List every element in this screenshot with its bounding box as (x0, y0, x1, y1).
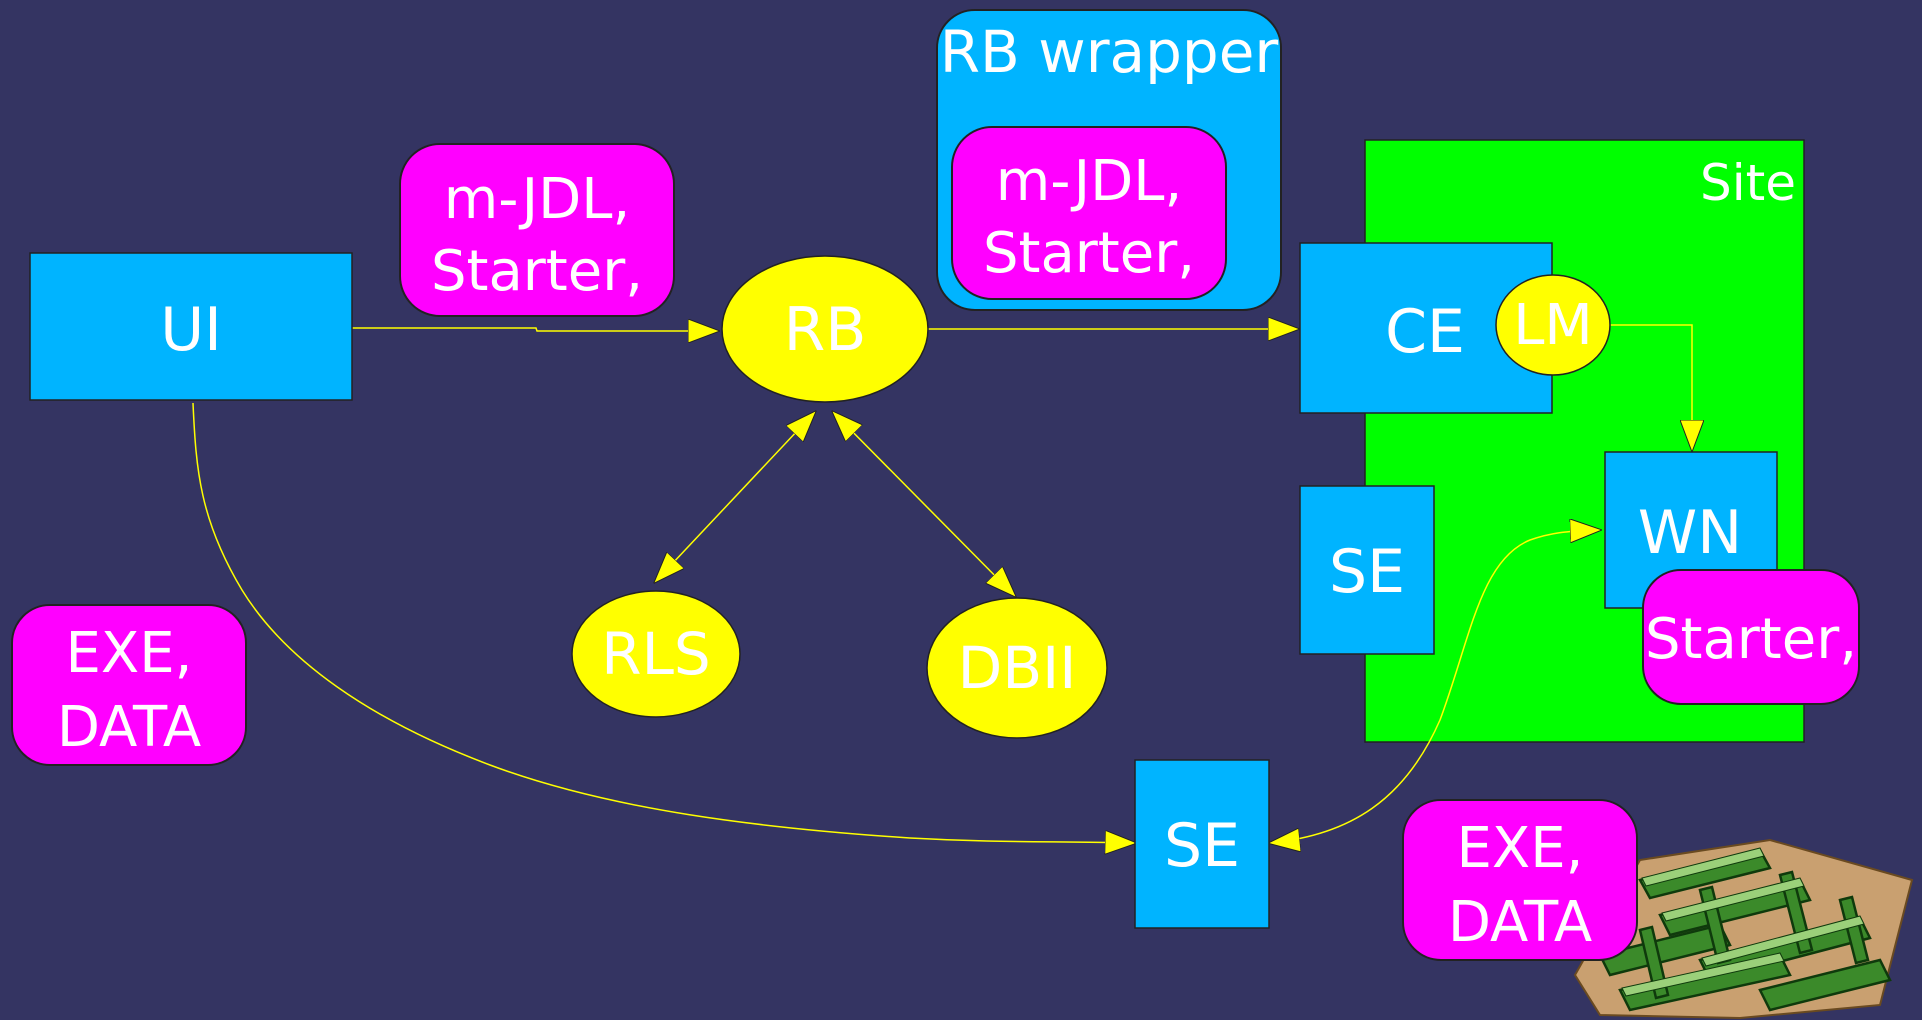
wn-starter-label: Starter, (1645, 607, 1857, 672)
bottom-data-label: DATA (1448, 890, 1592, 955)
lm-to-wn-arrow (1610, 324, 1692, 450)
lm-label: LM (1513, 293, 1593, 358)
ce-label: CE (1385, 297, 1465, 367)
rb-wrapper-tag-box (951, 126, 1227, 300)
ui-label: UI (160, 295, 222, 365)
rb-wrapper-tag-line2: Starter, (983, 221, 1195, 286)
dbii-label: DBII (958, 634, 1077, 702)
rb-wrapper: RB wrapper m-JDL, Starter, (936, 9, 1282, 311)
rb-wrapper-tag-line1: m-JDL, (996, 149, 1183, 214)
dbii-node: DBII (926, 597, 1108, 739)
rls-node: RLS (571, 590, 741, 718)
rb-wrapper-title: RB wrapper (940, 18, 1279, 86)
ui-rb-tag: m-JDL, Starter, (399, 143, 675, 317)
bottom-exe-data-tag: EXE, DATA (1402, 799, 1638, 961)
rls-label: RLS (601, 620, 710, 688)
rb-dbii-arrow (833, 412, 1015, 596)
bottom-exe-label: EXE, (1457, 816, 1584, 881)
ui-to-se-arrow (192, 402, 1135, 843)
left-exe-label: EXE, (66, 621, 193, 686)
left-exe-data-tag: EXE, DATA (11, 604, 247, 766)
rb-rls-arrow (655, 412, 815, 582)
wn-se-arrow (1270, 530, 1600, 843)
connectors (192, 324, 1692, 843)
rb-node: RB (721, 255, 929, 403)
site-label: Site (1700, 154, 1796, 212)
rb-label: RB (784, 295, 867, 365)
se-site-node: SE (1299, 485, 1435, 655)
ui-node: UI (29, 252, 353, 401)
lm-node: LM (1495, 274, 1611, 376)
ui-rb-tag-line2: Starter, (431, 239, 643, 304)
ui-rb-tag-line1: m-JDL, (444, 167, 631, 232)
maze-icon (1573, 838, 1914, 1020)
se-main-label: SE (1164, 811, 1240, 881)
se-site-label: SE (1329, 537, 1405, 607)
se-main-node: SE (1134, 759, 1270, 929)
ui-to-rb-arrow (352, 328, 718, 331)
wn-label: WN (1638, 498, 1742, 568)
left-data-label: DATA (57, 695, 201, 760)
wn-starter-tag: Starter, (1642, 569, 1860, 705)
